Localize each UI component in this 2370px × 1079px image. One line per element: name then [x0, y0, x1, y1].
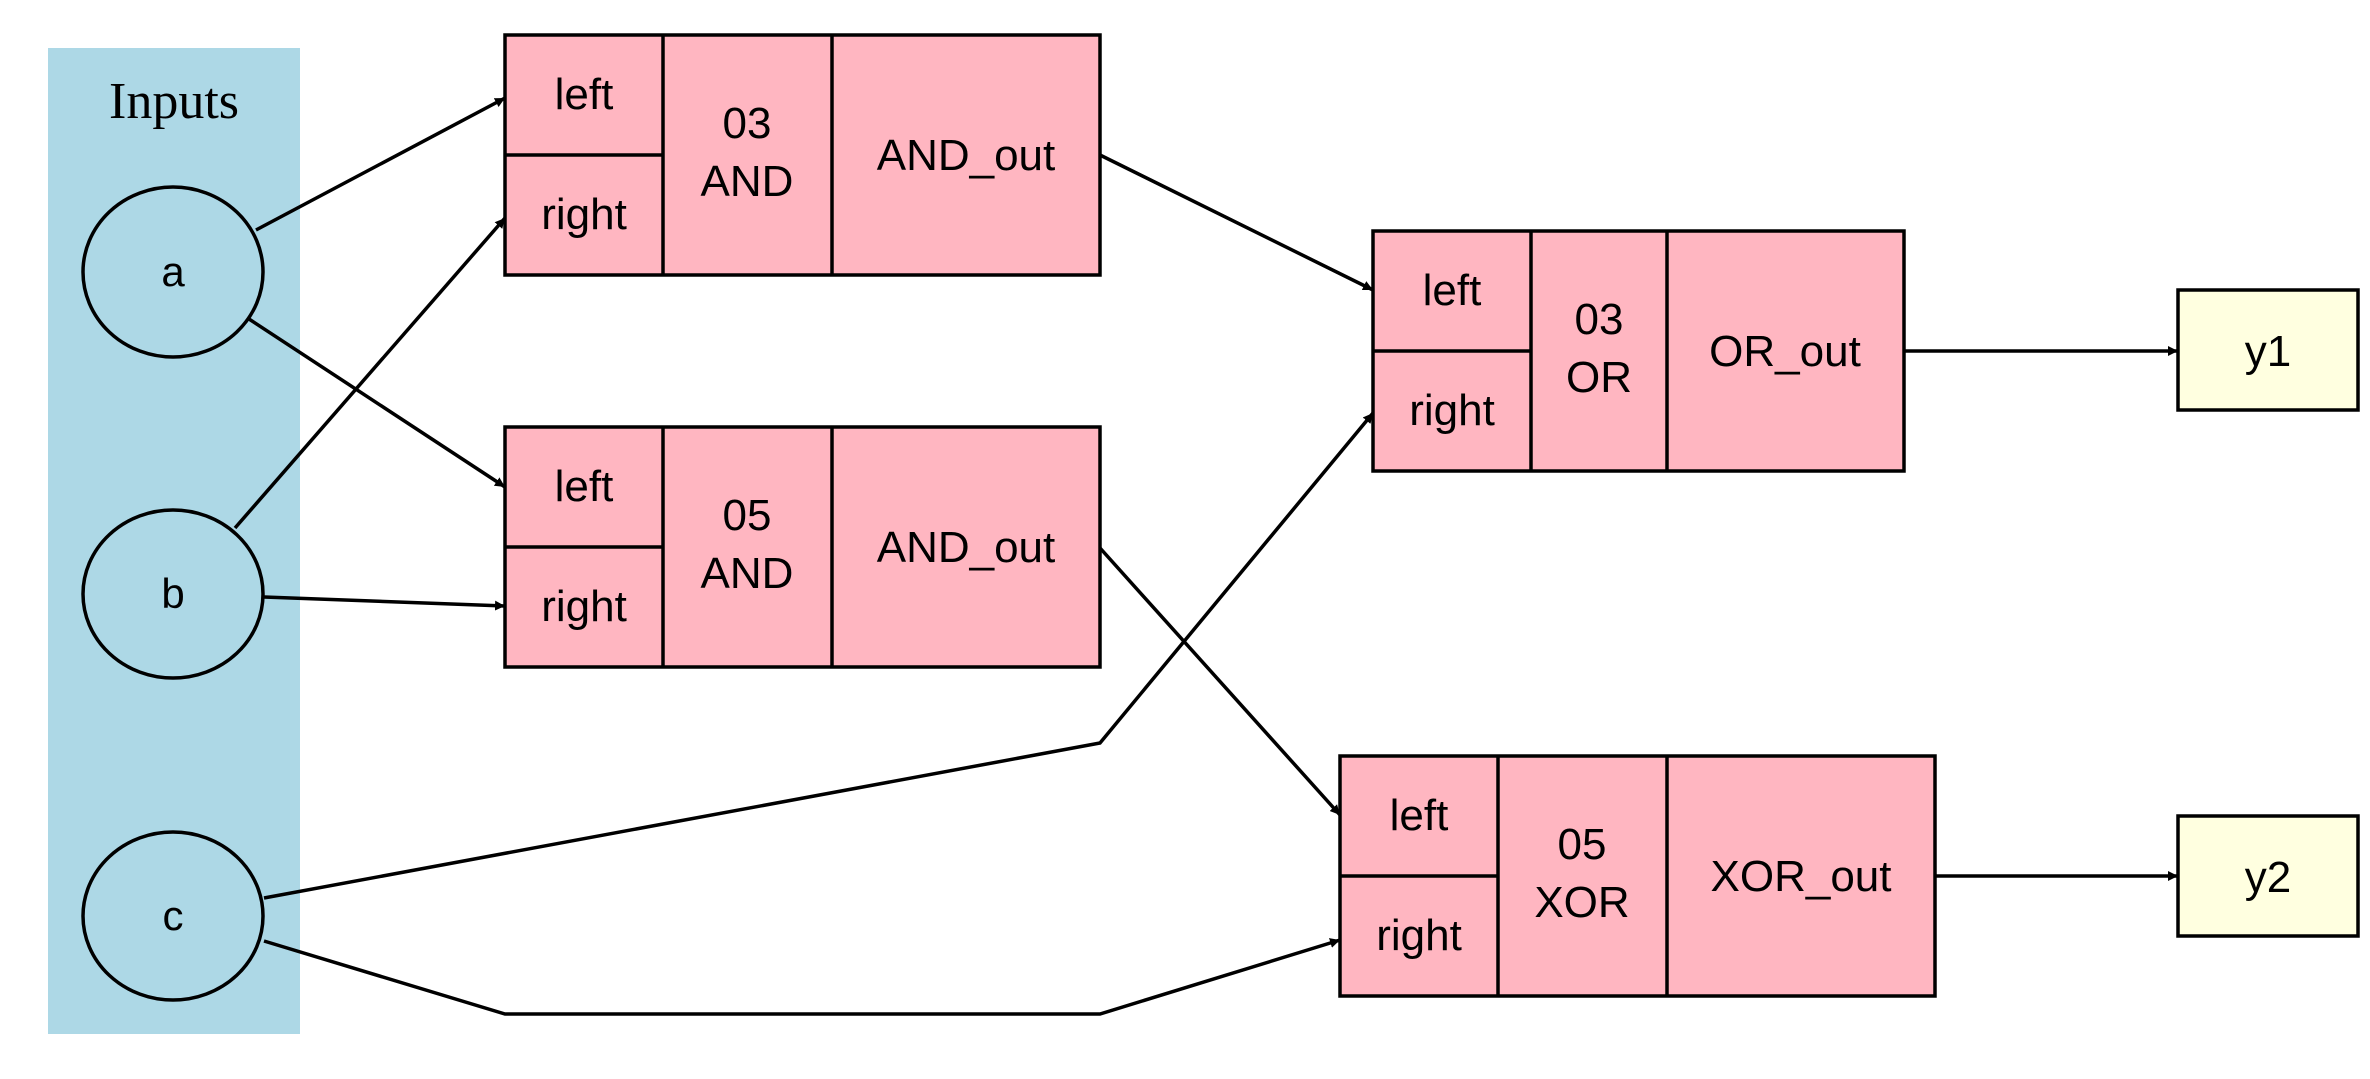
edge-a-to-and03-left [255, 96, 506, 232]
gate-xor05-id: 05 [1558, 820, 1607, 869]
gate-and03-port-left: left [555, 70, 614, 119]
output-node-y2-label: y2 [2245, 853, 2291, 902]
output-node-y1: y1 [2176, 288, 2360, 412]
gate-and05-type: AND [701, 549, 794, 598]
gate-xor05-type: XOR [1534, 878, 1629, 927]
edge-b-to-and05-right [263, 595, 506, 611]
output-node-y1-label: y1 [2245, 327, 2291, 376]
gate-xor05-output: XOR_out [1711, 852, 1892, 901]
gate-or03: left right 03 OR OR_out [1371, 229, 1906, 473]
input-node-c: c [81, 830, 265, 1002]
edge-and05-out-to-xor05-left [1098, 546, 1342, 817]
edge-a-to-and05-left [248, 317, 506, 489]
edge-c-to-xor05-right [263, 938, 1341, 1016]
gate-xor05: left right 05 XOR XOR_out [1338, 754, 1937, 998]
input-node-a: a [81, 185, 265, 359]
gate-and05-output: AND_out [877, 523, 1056, 572]
edge-and03-out-to-or03-left [1099, 153, 1374, 292]
gate-or03-id: 03 [1575, 295, 1624, 344]
input-node-b: b [81, 508, 265, 680]
gate-and03-type: AND [701, 157, 794, 206]
gate-and03-output: AND_out [877, 131, 1056, 180]
gate-xor05-port-right: right [1376, 911, 1462, 960]
gate-and03-port-right: right [541, 190, 627, 239]
gate-or03-output: OR_out [1709, 327, 1861, 376]
inputs-cluster-label: Inputs [109, 73, 239, 130]
edge-c-to-or03-right [263, 411, 1375, 900]
input-node-b-label: b [161, 570, 184, 617]
gate-or03-port-right: right [1409, 386, 1495, 435]
gate-and05-id: 05 [723, 491, 772, 540]
output-nodes: y1 y2 [2176, 288, 2360, 938]
input-node-c-label: c [163, 892, 184, 939]
gate-and05-port-right: right [541, 582, 627, 631]
edge-b-to-and03-right [233, 216, 507, 530]
edges [233, 96, 2178, 1016]
gate-or03-type: OR [1566, 353, 1632, 402]
gate-and03: left right 03 AND AND_out [503, 33, 1102, 277]
gate-and03-id: 03 [723, 99, 772, 148]
gate-xor05-port-left: left [1390, 791, 1449, 840]
gate-and05: left right 05 AND AND_out [503, 425, 1102, 669]
gate-and05-port-left: left [555, 462, 614, 511]
output-node-y2: y2 [2176, 814, 2360, 938]
input-node-a-label: a [161, 248, 185, 295]
gate-or03-port-left: left [1423, 266, 1482, 315]
input-nodes: a b c [81, 185, 265, 1002]
